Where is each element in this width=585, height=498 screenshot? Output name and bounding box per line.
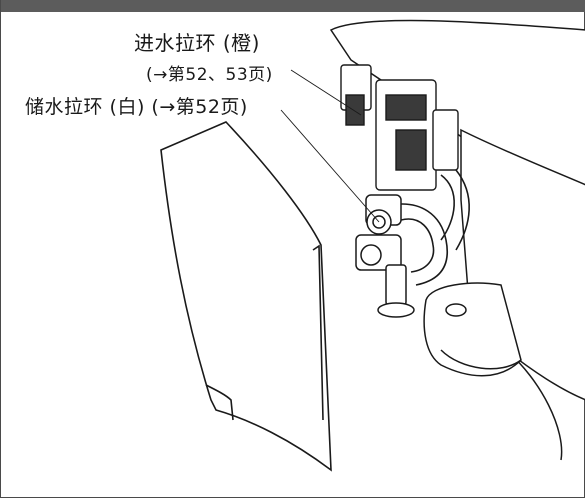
side-cover-panel: [160, 121, 332, 472]
drain-ring-label: 储水拉环 (白) (→第52页): [25, 96, 248, 118]
base-unit: [423, 282, 522, 377]
water-pipes: [390, 169, 470, 286]
inlet-ring-page-ref: (→第52、53页): [146, 65, 273, 85]
leader-lines: [280, 69, 380, 223]
inlet-ring-label: 进水拉环 (橙): [134, 31, 260, 55]
valve-assembly: [340, 64, 459, 191]
header-bar: [1, 0, 585, 12]
valve-fitting: [355, 194, 415, 318]
